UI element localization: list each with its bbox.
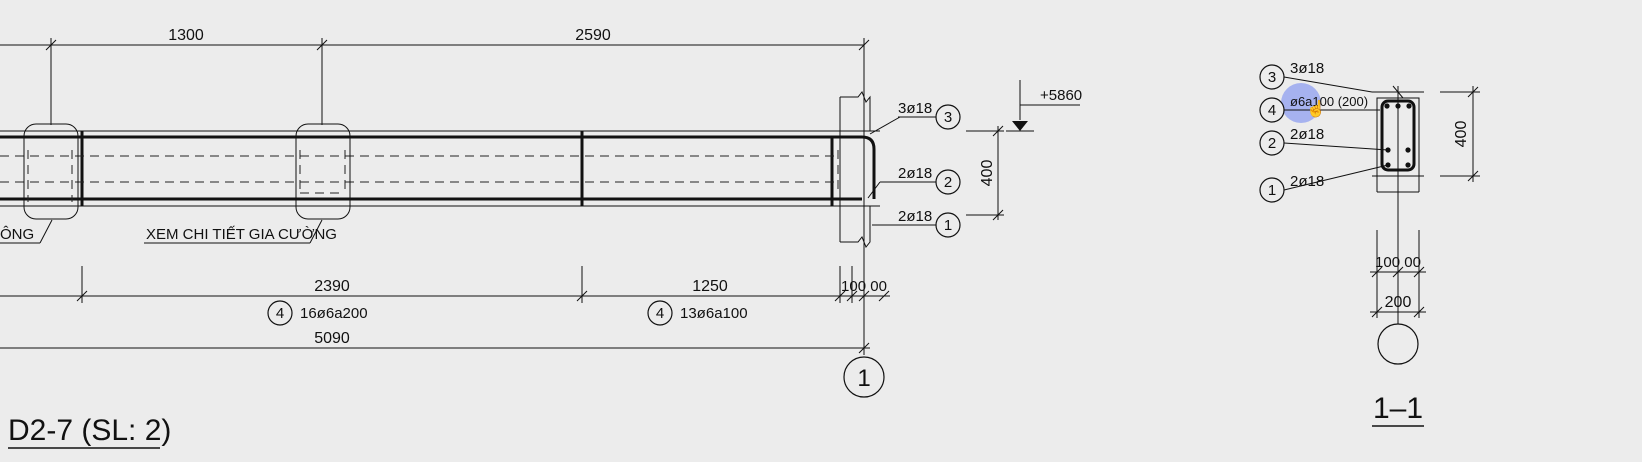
- section-title: 1–1: [1373, 392, 1423, 425]
- svg-text:2: 2: [944, 174, 952, 191]
- svg-text:1: 1: [1268, 182, 1276, 199]
- detail-notes: ÔNG XEM CHI TIẾT GIA CƯỜNG: [0, 219, 337, 244]
- section-width-parts: 100 00: [1375, 254, 1421, 271]
- section-bar-mark-2: [1259, 130, 1285, 156]
- section-width-text: 200: [1385, 294, 1412, 311]
- svg-text:3: 3: [944, 109, 952, 126]
- detail-note-mid: XEM CHI TIẾT GIA CƯỜNG: [146, 226, 337, 243]
- dim-top-2590: 2590: [575, 27, 611, 44]
- dim-top-1300: 1300: [168, 27, 204, 44]
- bar-callout-text-1: 2ø18: [898, 208, 932, 225]
- elevation-height-text: 400: [979, 160, 996, 187]
- bar-callout-text-3: 3ø18: [898, 100, 932, 117]
- cursor-highlight: [1281, 83, 1321, 123]
- svg-text:2: 2: [1268, 135, 1276, 152]
- stirrup-text-2: 13ø6a100: [680, 305, 748, 322]
- section-view: 400 100 00 200: [1370, 85, 1480, 365]
- bar-callout-text-2: 2ø18: [898, 165, 932, 182]
- stirrup-mark-1: [267, 300, 293, 326]
- dim-bottom-2390: 2390: [314, 278, 350, 295]
- svg-text:3: 3: [1268, 69, 1276, 86]
- bar-mark-1: [935, 212, 961, 238]
- hand-cursor-icon: ☝: [1306, 99, 1326, 118]
- svg-text:4: 4: [656, 305, 664, 322]
- svg-text:4: 4: [1268, 102, 1276, 119]
- svg-text:4: 4: [276, 305, 284, 322]
- dim-bottom-1250: 1250: [692, 278, 728, 295]
- top-dimension-chain: 1300 2590: [0, 27, 870, 125]
- level-mark-text: +5860: [1040, 87, 1082, 104]
- section-bar-text-3: 3ø18: [1290, 60, 1324, 77]
- section-bar-mark-4: [1259, 97, 1285, 123]
- level-mark: +5860: [1006, 80, 1082, 132]
- section-bar-mark-3: [1259, 64, 1285, 90]
- stirrup-text-1: 16ø6a200: [300, 305, 368, 322]
- section-bar-text-1: 2ø18: [1290, 173, 1324, 190]
- section-bar-text-2: 2ø18: [1290, 126, 1324, 143]
- dim-total-5090: 5090: [314, 330, 350, 347]
- bar-mark-2: [935, 169, 961, 195]
- beam-title: D2-7 (SL: 2): [8, 414, 171, 447]
- svg-text:1: 1: [944, 217, 952, 234]
- stirrup-mark-2: [647, 300, 673, 326]
- section-callouts: 3 3ø18 4 ø6a100 (200) ☝ 2 2ø18 1 2ø18: [1259, 60, 1389, 203]
- beam-elevation: [0, 91, 880, 355]
- svg-text:1: 1: [857, 365, 870, 392]
- section-bar-mark-1: [1259, 177, 1285, 203]
- bottom-dimension-chain: 2390 1250 100 00 4 16ø6a200 4 13ø6a100 5…: [0, 266, 890, 398]
- bar-mark-3: [935, 104, 961, 130]
- section-axis-marker: [1377, 323, 1419, 365]
- axis-marker: [843, 356, 885, 398]
- detail-note-left: ÔNG: [0, 226, 34, 243]
- section-height-text: 400: [1453, 121, 1470, 148]
- dim-bottom-small: 100 00: [841, 278, 887, 295]
- elevation-height-dim: 400: [966, 125, 1004, 221]
- section-stirrup-text: ø6a100 (200): [1290, 94, 1368, 109]
- elevation-bar-callouts: 3ø18 3 2ø18 2 2ø18 1: [867, 100, 961, 238]
